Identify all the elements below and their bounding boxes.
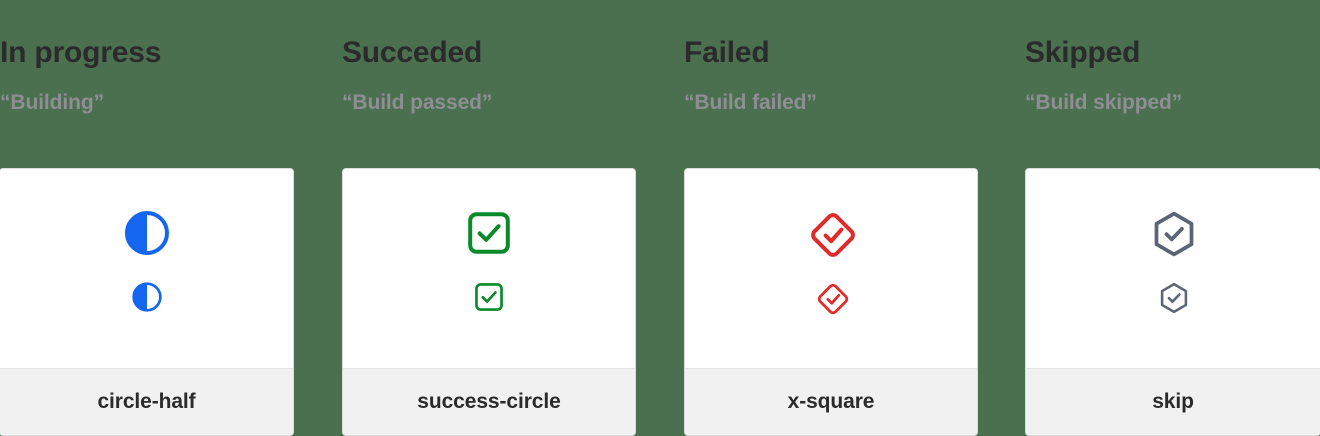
icon-card-x-square[interactable]: x-square	[684, 168, 978, 436]
circle-half-icon-small	[131, 281, 163, 313]
icon-card-circle-half[interactable]: circle-half	[0, 168, 294, 436]
column-subheading: “Build skipped”	[1025, 91, 1183, 114]
success-circle-icon-large	[465, 209, 513, 257]
icon-name-label: success-circle	[417, 390, 561, 413]
x-square-icon-large	[807, 209, 855, 257]
status-column-skipped: Skipped “Build skipped” skip	[1025, 0, 1320, 436]
column-heading: In progress	[0, 36, 162, 69]
icon-card-skip[interactable]: skip	[1025, 168, 1320, 436]
success-circle-icon-small	[473, 281, 505, 313]
icon-name-label: circle-half	[97, 390, 196, 413]
icon-card-footer: circle-half	[0, 368, 293, 435]
icon-card-footer: skip	[1026, 368, 1320, 435]
status-column-succeded: Succeded “Build passed” succe	[342, 0, 636, 436]
column-subheading: “Building”	[0, 91, 104, 114]
skip-icon-small	[1157, 281, 1189, 314]
icon-name-label: x-square	[787, 390, 875, 413]
icon-name-label: skip	[1152, 390, 1194, 413]
skip-icon-large	[1149, 209, 1197, 257]
icon-card-footer: x-square	[685, 368, 977, 435]
icon-card-footer: success-circle	[343, 368, 635, 435]
icon-card-body	[343, 169, 635, 368]
circle-half-icon-large	[123, 209, 171, 257]
icon-card-body	[1026, 169, 1320, 368]
icon-card-body	[685, 169, 977, 368]
x-square-icon-small	[815, 281, 849, 315]
column-subheading: “Build passed”	[342, 91, 493, 114]
icon-card-body	[0, 169, 293, 368]
status-column-failed: Failed “Build failed”	[684, 0, 978, 436]
column-heading: Succeded	[342, 36, 483, 69]
column-heading: Failed	[684, 36, 770, 69]
column-heading: Skipped	[1025, 36, 1141, 69]
column-subheading: “Build failed”	[684, 91, 817, 114]
icon-card-success-circle[interactable]: success-circle	[342, 168, 636, 436]
status-column-in-progress: In progress “Building” circle	[0, 0, 294, 436]
